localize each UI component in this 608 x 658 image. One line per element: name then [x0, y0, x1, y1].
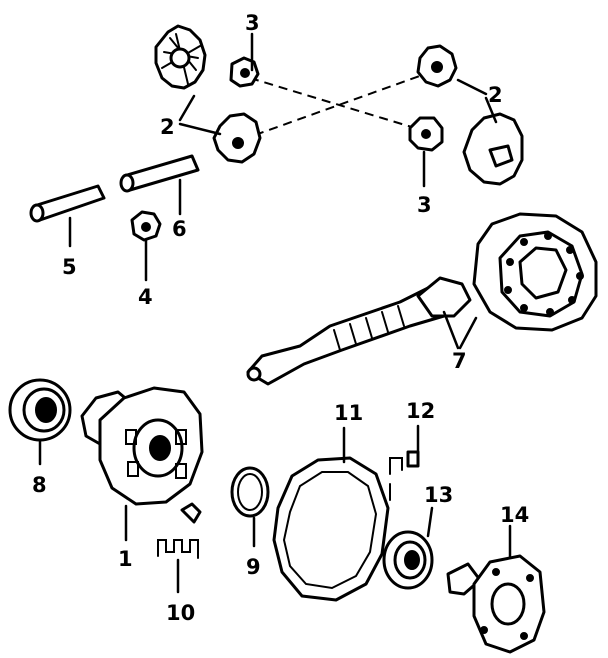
pinion-shaft-pin-left [29, 184, 106, 223]
callout-10: 10 [166, 601, 195, 625]
callout-3-upper: 3 [245, 11, 260, 35]
callout-11: 11 [334, 401, 363, 425]
callout-4: 4 [138, 285, 153, 309]
leader-lines [38, 32, 512, 594]
callout-2-left: 2 [160, 115, 175, 139]
pinion-gear-mid-left [212, 112, 262, 164]
housing-gasket [272, 456, 390, 602]
callout-numbers: 3 2 2 3 5 6 4 7 8 1 9 10 11 12 13 14 [32, 11, 529, 625]
pinion-gear-upper [229, 56, 260, 88]
ring-gear-bolt-holes [504, 232, 584, 316]
pinion-gear-upper-right [416, 44, 458, 88]
callout-12: 12 [406, 399, 435, 423]
callout-5: 5 [62, 255, 77, 279]
callout-14: 14 [500, 503, 529, 527]
callout-3-lower: 3 [417, 193, 432, 217]
axle-flange [446, 554, 546, 654]
side-gear-right [462, 112, 524, 186]
seal-ring [230, 466, 270, 518]
pinion-gear-lower-right [408, 116, 444, 152]
callout-9: 9 [246, 555, 261, 579]
alignment-dashed-lines [249, 72, 429, 136]
case-window-slots [125, 429, 187, 479]
pinion-shaft-pin-right [119, 154, 200, 193]
lock-bolt [130, 210, 162, 242]
callout-2-right: 2 [488, 83, 503, 107]
callout-8: 8 [32, 473, 47, 497]
differential-case [80, 386, 204, 506]
carrier-bearing-right [382, 530, 434, 590]
callout-6: 6 [172, 217, 187, 241]
side-gear-upper-left [154, 24, 207, 90]
bolt-and-clip [157, 502, 202, 559]
callout-7: 7 [452, 349, 467, 373]
carrier-bearing-left [8, 378, 72, 442]
callout-13: 13 [424, 483, 453, 507]
ring-and-pinion-set [246, 212, 598, 386]
bracket [389, 450, 420, 501]
callout-1: 1 [118, 547, 133, 571]
